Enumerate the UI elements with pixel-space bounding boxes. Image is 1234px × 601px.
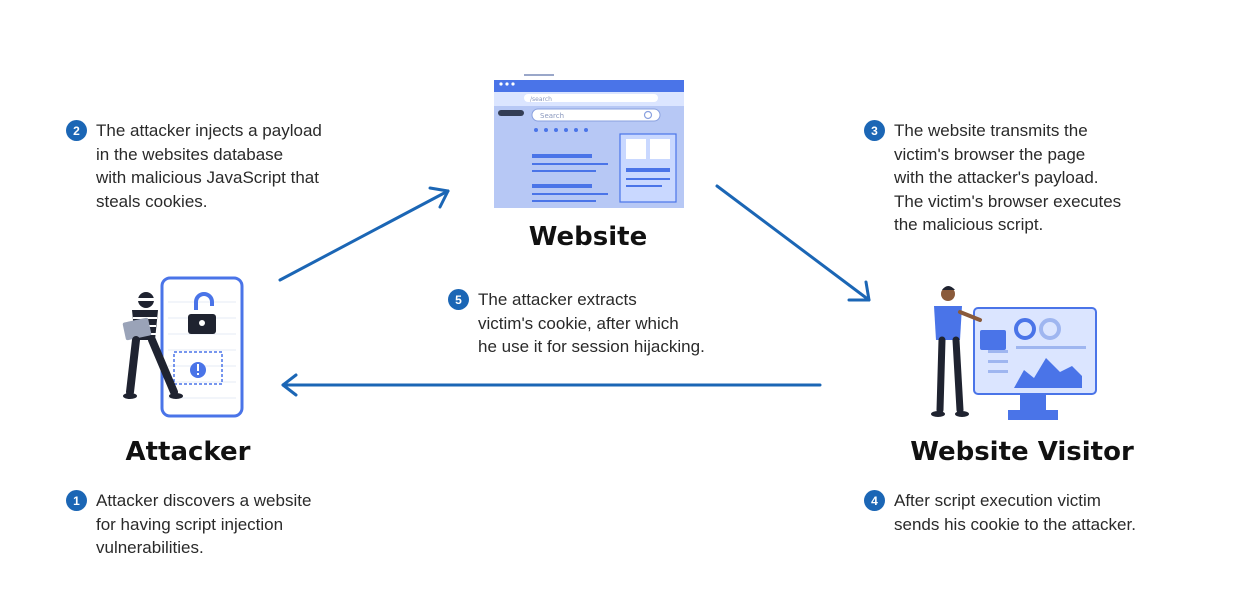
step-1: 1 Attacker discovers a website for havin… [66, 489, 311, 560]
step-5-line: The attacker extracts [478, 290, 637, 309]
step-2-line: The attacker injects a payload [96, 121, 322, 140]
step-3-number: 3 [864, 120, 885, 141]
step-1-number: 1 [66, 490, 87, 511]
attacker-illustration [122, 276, 244, 418]
step-3-line: with the attacker's payload. [894, 168, 1099, 187]
step-5-number: 5 [448, 289, 469, 310]
step-2-line: with malicious JavaScript that [96, 168, 319, 187]
visitor-title: Website Visitor [910, 437, 1134, 467]
step-3-line: The website transmits the [894, 121, 1088, 140]
arrowhead-website [428, 186, 450, 209]
attacker-title: Attacker [125, 437, 251, 467]
step-3-text: The website transmits the victim's brows… [894, 119, 1121, 237]
step-2-number: 2 [66, 120, 87, 141]
step-1-text: Attacker discovers a website for having … [96, 489, 311, 560]
step-2-line: in the websites database [96, 144, 284, 164]
step-4: 4 After script execution victim sends hi… [864, 489, 1136, 536]
step-1-line: Attacker discovers a website [96, 491, 312, 510]
step-5-line: he use it for session hijacking. [478, 337, 705, 356]
step-3-line: victim's browser the page [894, 144, 1086, 164]
arrowhead-visitor [847, 280, 871, 302]
step-5-text: The attacker extracts victim's cookie, a… [478, 288, 705, 359]
arrowhead-attacker [281, 373, 298, 397]
arrow-attacker-to-website [278, 189, 450, 282]
browser-url-text: /search [530, 96, 552, 103]
step-5-line: victim's cookie, after which [478, 313, 679, 333]
step-4-number: 4 [864, 490, 885, 511]
step-1-line: vulnerabilities. [96, 538, 204, 557]
step-3: 3 The website transmits the victim's bro… [864, 119, 1121, 237]
step-3-line: the malicious script. [894, 215, 1044, 234]
step-4-line: After script execution victim [894, 491, 1101, 510]
step-4-line: sends his cookie to the attacker. [894, 514, 1136, 534]
step-2: 2 The attacker injects a payload in the … [66, 119, 322, 213]
step-3-line: The victim's browser executes [894, 191, 1122, 211]
website-title: Website [528, 222, 648, 252]
step-2-text: The attacker injects a payload in the we… [96, 119, 322, 213]
website-browser-illustration: /search Search [494, 74, 684, 208]
browser-search-placeholder: Search [540, 112, 564, 120]
step-1-line: for having script injection [96, 514, 284, 534]
step-5: 5 The attacker extracts victim's cookie,… [448, 288, 705, 359]
arrow-website-to-visitor [715, 184, 871, 302]
step-4-text: After script execution victim sends his … [894, 489, 1136, 536]
step-2-line: steals cookies. [96, 191, 208, 211]
visitor-illustration [931, 286, 1097, 420]
